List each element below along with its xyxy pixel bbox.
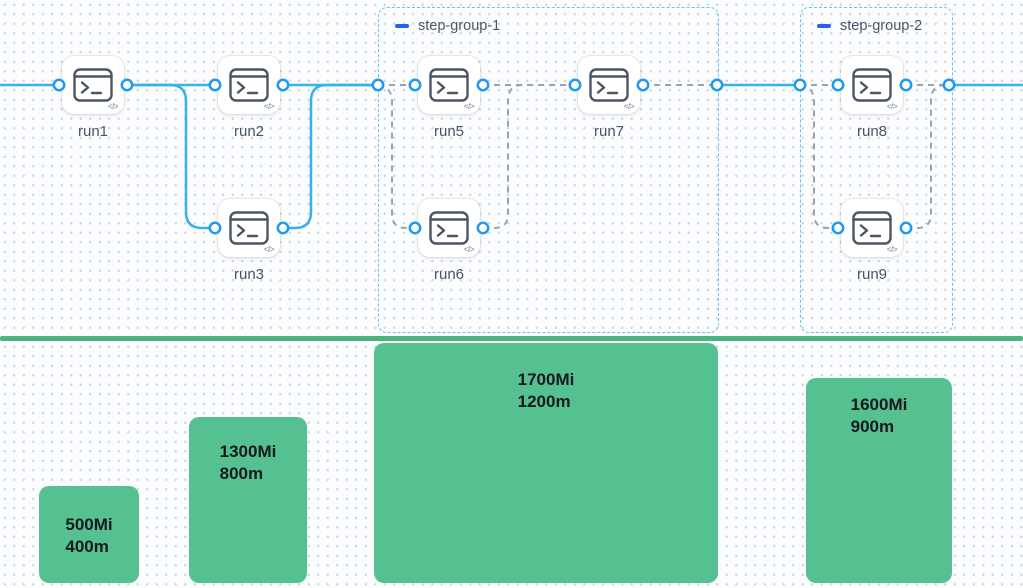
bar-label: 1700Mi 1200m [518,369,575,583]
node-label-run7: run7 [593,123,625,140]
code-badge-icon: </> [463,102,475,111]
node-run1[interactable]: </> [62,56,124,114]
node-run8[interactable]: </> [841,56,903,114]
bar-memory-label: 1700Mi [517,370,575,389]
node-label-run8: run8 [856,123,888,140]
node-run6[interactable]: </> [418,199,480,257]
resource-bar-3[interactable]: 1700Mi 1200m [374,343,718,583]
node-run7[interactable]: </> [578,56,640,114]
group-title: step-group-1 [418,18,501,34]
bar-memory-label: 500Mi [65,515,113,534]
code-badge-icon: </> [886,102,898,111]
terminal-icon [229,68,269,102]
bar-cpu-label: 900m [850,417,895,437]
node-label-run6: run6 [433,266,465,283]
terminal-icon [73,68,113,102]
node-label-run3: run3 [233,266,265,283]
bar-label: 500Mi 400m [65,514,112,583]
terminal-icon [229,211,269,245]
terminal-icon [852,68,892,102]
resource-bar-1[interactable]: 500Mi 400m [39,486,139,583]
bar-label: 1600Mi 900m [851,394,908,583]
node-label-run9: run9 [856,266,888,283]
resource-divider-line [0,336,1023,341]
bar-label: 1300Mi 800m [220,441,277,583]
group-title: step-group-2 [840,18,923,34]
node-label-run1: run1 [77,123,109,140]
bar-memory-label: 1600Mi [850,395,908,414]
edge-run1-run3 [127,83,215,230]
terminal-icon [852,211,892,245]
collapse-dash-icon[interactable] [817,24,831,28]
terminal-icon [589,68,629,102]
group-header: step-group-2 [817,18,922,34]
terminal-icon [429,211,469,245]
code-badge-icon: </> [623,102,635,111]
bar-cpu-label: 1200m [517,392,571,412]
bar-cpu-label: 800m [219,464,264,484]
node-run3[interactable]: </> [218,199,280,257]
bar-cpu-label: 400m [65,537,109,557]
resource-bar-4[interactable]: 1600Mi 900m [806,378,952,583]
code-badge-icon: </> [263,245,275,254]
bar-memory-label: 1300Mi [219,442,277,461]
node-run5[interactable]: </> [418,56,480,114]
node-label-run2: run2 [233,123,265,140]
resource-bar-2[interactable]: 1300Mi 800m [189,417,307,583]
code-badge-icon: </> [886,245,898,254]
node-label-run5: run5 [433,123,465,140]
collapse-dash-icon[interactable] [395,24,409,28]
code-badge-icon: </> [107,102,119,111]
group-header: step-group-1 [395,18,500,34]
edge-run3-group1 [283,83,378,230]
node-run9[interactable]: </> [841,199,903,257]
node-run2[interactable]: </> [218,56,280,114]
code-badge-icon: </> [263,102,275,111]
code-badge-icon: </> [463,245,475,254]
terminal-icon [429,68,469,102]
